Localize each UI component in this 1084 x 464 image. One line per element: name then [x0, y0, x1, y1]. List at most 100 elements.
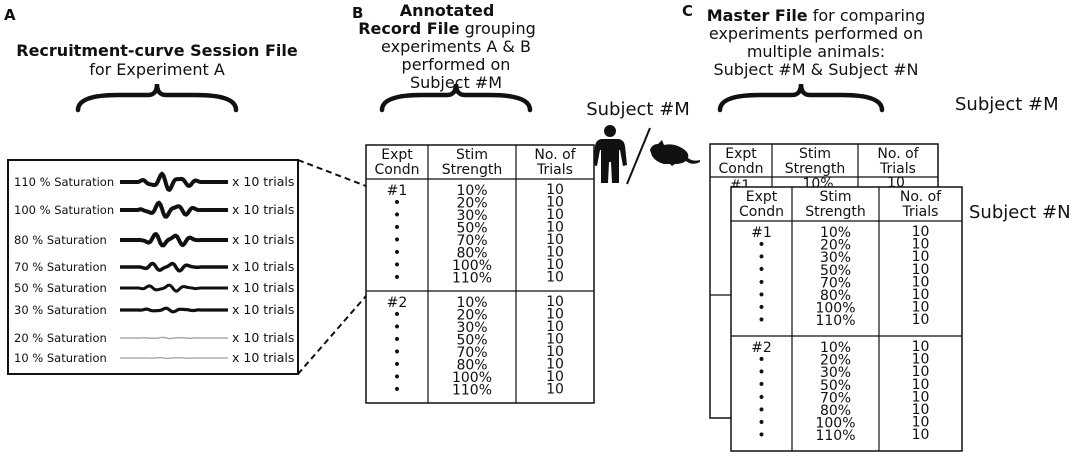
column-header: Expt	[746, 189, 778, 205]
ellipsis-dot: •	[393, 320, 401, 336]
ellipsis-dot: •	[757, 275, 765, 291]
emg-waveform	[120, 336, 228, 340]
emg-waveform	[120, 171, 228, 192]
ellipsis-dot: •	[393, 357, 401, 373]
back-header-expt: Expt	[725, 146, 757, 162]
trial-count: 10	[912, 402, 930, 418]
subject-m-label-b: Subject #M	[586, 99, 690, 120]
ellipsis-dot: •	[757, 428, 765, 444]
trial-count: 10	[912, 287, 930, 303]
trial-count: 10	[546, 357, 564, 373]
trial-count: 10	[912, 377, 930, 393]
emg-waveform	[120, 283, 228, 293]
trial-count: 10	[912, 312, 930, 328]
panel-b-brace	[379, 83, 533, 113]
trial-count: 10	[546, 294, 564, 310]
stim-strength: 30%	[820, 365, 851, 381]
ellipsis-dot: •	[393, 332, 401, 348]
ellipsis-dot: •	[757, 300, 765, 316]
saturation-label: 30 % Saturation	[14, 303, 107, 317]
stim-strength: 100%	[815, 301, 855, 317]
column-header: Stim	[820, 189, 852, 205]
stim-strength: 20%	[820, 353, 851, 369]
trial-count: 10	[546, 195, 564, 211]
stim-strength: 20%	[456, 196, 487, 212]
trial-count: 10	[546, 207, 564, 223]
trial-count: 10	[546, 232, 564, 248]
ellipsis-dot: •	[393, 382, 401, 398]
panel-b: B Annotated Record File grouping experim…	[352, 1, 700, 404]
ellipsis-dot: •	[757, 250, 765, 266]
panel-a-letter: A	[4, 6, 16, 24]
column-header: Stim	[456, 147, 488, 163]
back-header-noof: No. of	[877, 146, 919, 162]
panel-b-title-line1: Annotated	[400, 1, 495, 20]
column-header: No. of	[900, 189, 942, 205]
condition-id: #1	[387, 183, 408, 199]
trial-count: 10	[912, 389, 930, 405]
trial-count: 10	[546, 257, 564, 273]
stim-strength: 10%	[456, 295, 487, 311]
emg-waveform	[120, 306, 228, 314]
emg-waveform	[120, 261, 228, 273]
trial-count: 10	[546, 182, 564, 198]
stim-strength: 100%	[815, 416, 855, 432]
ellipsis-dot: •	[393, 208, 401, 224]
trial-count: 10	[546, 307, 564, 323]
saturation-label: 70 % Saturation	[14, 260, 107, 274]
ellipsis-dot: •	[393, 307, 401, 323]
panel-b-letter: B	[352, 4, 363, 22]
column-header: Trials	[536, 162, 573, 178]
subject-n-label-c: Subject #N	[969, 202, 1071, 223]
panel-b-title-line4: performed on	[402, 55, 511, 74]
ellipsis-dot: •	[757, 313, 765, 329]
stim-strength: 80%	[456, 358, 487, 374]
ellipsis-dot: •	[757, 377, 765, 393]
panel-c-title-line1: Master File for comparing	[707, 6, 926, 25]
column-header: Strength	[805, 204, 866, 220]
stim-strength: 70%	[456, 233, 487, 249]
trial-count: 10	[546, 344, 564, 360]
saturation-label: 110 % Saturation	[14, 175, 114, 189]
column-header: Condn	[739, 204, 784, 220]
back-header-condn: Condn	[719, 161, 764, 177]
human-icon	[593, 125, 627, 183]
stim-strength: 110%	[815, 313, 855, 329]
panel-b-title-line3: experiments A & B	[381, 37, 531, 56]
ellipsis-dot: •	[757, 287, 765, 303]
back-header-strength: Strength	[785, 161, 846, 177]
panel-a-brace	[75, 83, 239, 113]
panel-c-brace	[717, 83, 885, 113]
trial-count: 10	[546, 245, 564, 261]
stim-strength: 70%	[820, 390, 851, 406]
ellipsis-dot: •	[393, 370, 401, 386]
trial-count: 10	[912, 249, 930, 265]
stim-strength: 20%	[456, 308, 487, 324]
trials-count: x 10 trials	[232, 330, 294, 345]
ellipsis-dot: •	[393, 245, 401, 261]
panel-b-title-line5: Subject #M	[410, 73, 502, 92]
condition-id: #2	[751, 340, 772, 356]
stim-strength: 10%	[820, 225, 851, 241]
stim-strength: 110%	[452, 383, 492, 399]
ellipsis-dot: •	[393, 258, 401, 274]
ellipsis-dot: •	[757, 352, 765, 368]
table-frame	[730, 186, 963, 452]
stim-strength: 50%	[456, 221, 487, 237]
column-header: Trials	[902, 204, 939, 220]
trial-count: 10	[546, 332, 564, 348]
saturation-label: 80 % Saturation	[14, 233, 107, 247]
slash-divider	[626, 127, 651, 185]
stim-strength: 110%	[815, 428, 855, 444]
stim-strength: 20%	[820, 238, 851, 254]
stim-strength: 30%	[456, 320, 487, 336]
ellipsis-dot: •	[757, 402, 765, 418]
ellipsis-dot: •	[393, 345, 401, 361]
trials-count: x 10 trials	[232, 350, 294, 365]
subject-m-label-c: Subject #M	[955, 94, 1059, 115]
trials-count: x 10 trials	[232, 174, 294, 189]
trial-count: 10	[912, 274, 930, 290]
